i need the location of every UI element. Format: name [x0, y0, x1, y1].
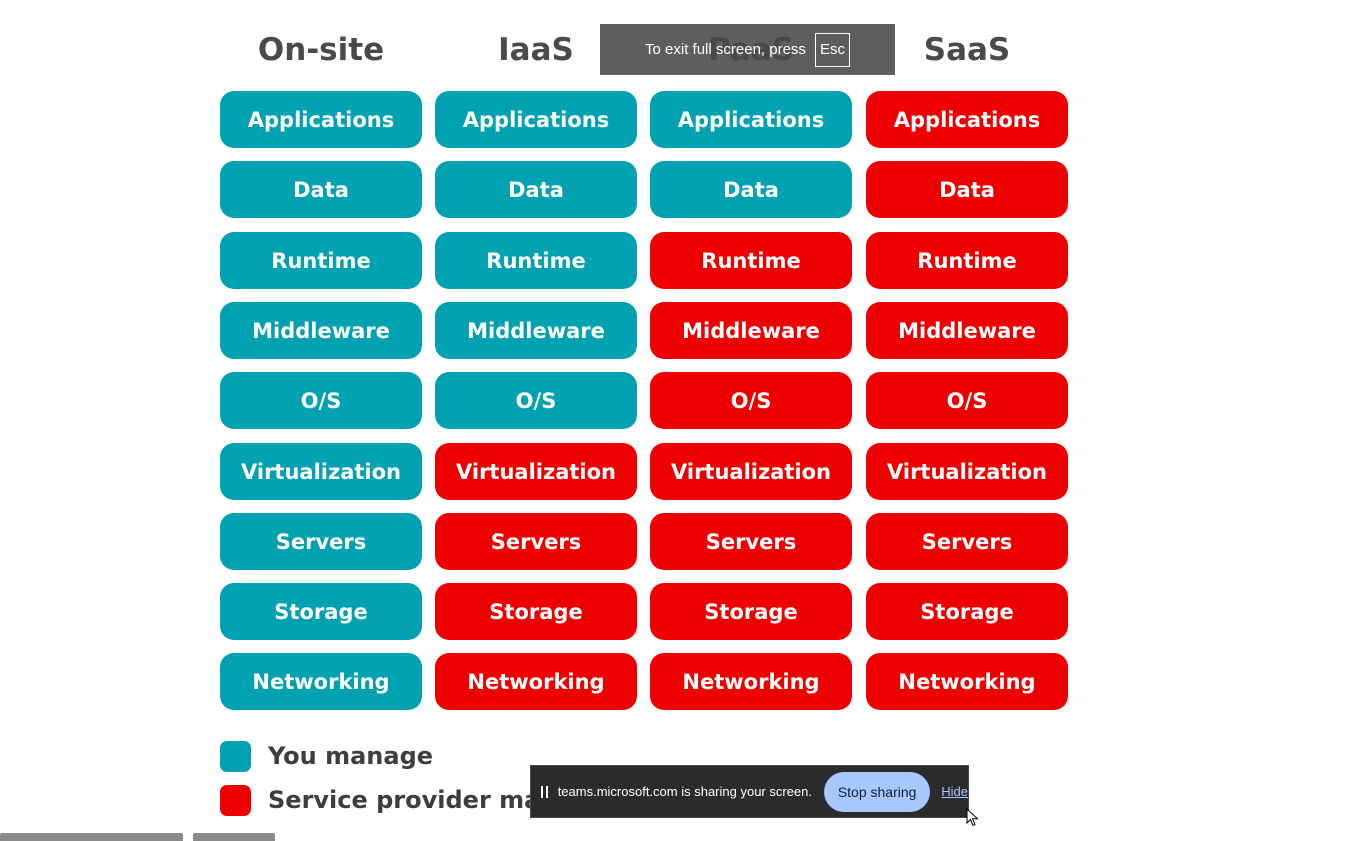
- cell-data: Data: [435, 161, 637, 218]
- column-header-on-site: On-site: [257, 32, 385, 68]
- hide-link[interactable]: Hide: [941, 784, 968, 799]
- esc-key-hint: Esc: [814, 32, 850, 67]
- legend-label-you: You manage: [268, 742, 434, 770]
- stop-sharing-button[interactable]: Stop sharing: [824, 771, 931, 812]
- cell-o-s: O/S: [435, 372, 637, 429]
- cell-applications: Applications: [220, 91, 422, 148]
- cell-data: Data: [650, 161, 852, 218]
- column-header-iaas: IaaS: [498, 32, 574, 68]
- cell-storage: Storage: [220, 583, 422, 640]
- cell-data: Data: [866, 161, 1068, 218]
- cell-o-s: O/S: [220, 372, 422, 429]
- cell-runtime: Runtime: [220, 232, 422, 289]
- cell-virtualization: Virtualization: [435, 443, 637, 500]
- cell-servers: Servers: [650, 513, 852, 570]
- share-message: teams.microsoft.com is sharing your scre…: [557, 784, 812, 799]
- cell-applications: Applications: [650, 91, 852, 148]
- cell-runtime: Runtime: [866, 232, 1068, 289]
- cell-networking: Networking: [220, 653, 422, 710]
- cell-runtime: Runtime: [650, 232, 852, 289]
- cell-networking: Networking: [650, 653, 852, 710]
- cell-networking: Networking: [435, 653, 637, 710]
- cell-applications: Applications: [866, 91, 1068, 148]
- cell-virtualization: Virtualization: [650, 443, 852, 500]
- cell-o-s: O/S: [866, 372, 1068, 429]
- taskbar-fragment: [193, 833, 275, 841]
- fullscreen-toast-text: To exit full screen, press: [645, 41, 806, 58]
- cell-virtualization: Virtualization: [220, 443, 422, 500]
- cell-applications: Applications: [435, 91, 637, 148]
- cell-storage: Storage: [435, 583, 637, 640]
- cell-middleware: Middleware: [866, 302, 1068, 359]
- cell-storage: Storage: [866, 583, 1068, 640]
- cell-servers: Servers: [435, 513, 637, 570]
- cell-networking: Networking: [866, 653, 1068, 710]
- fullscreen-exit-toast: To exit full screen, press Esc: [600, 24, 895, 75]
- cell-virtualization: Virtualization: [866, 443, 1068, 500]
- cell-servers: Servers: [866, 513, 1068, 570]
- taskbar-fragment: [0, 833, 183, 841]
- cell-runtime: Runtime: [435, 232, 637, 289]
- legend-swatch-you: [220, 741, 251, 772]
- cell-storage: Storage: [650, 583, 852, 640]
- cell-middleware: Middleware: [220, 302, 422, 359]
- cell-data: Data: [220, 161, 422, 218]
- legend-label-provider: Service provider man: [268, 786, 558, 814]
- cell-servers: Servers: [220, 513, 422, 570]
- mouse-cursor-icon: [966, 808, 979, 827]
- pause-icon: [541, 785, 549, 798]
- screen-share-bar: teams.microsoft.com is sharing your scre…: [530, 765, 969, 818]
- cell-o-s: O/S: [650, 372, 852, 429]
- cell-middleware: Middleware: [650, 302, 852, 359]
- legend-swatch-provider: [220, 785, 251, 816]
- cell-middleware: Middleware: [435, 302, 637, 359]
- column-header-saas: SaaS: [923, 32, 1011, 68]
